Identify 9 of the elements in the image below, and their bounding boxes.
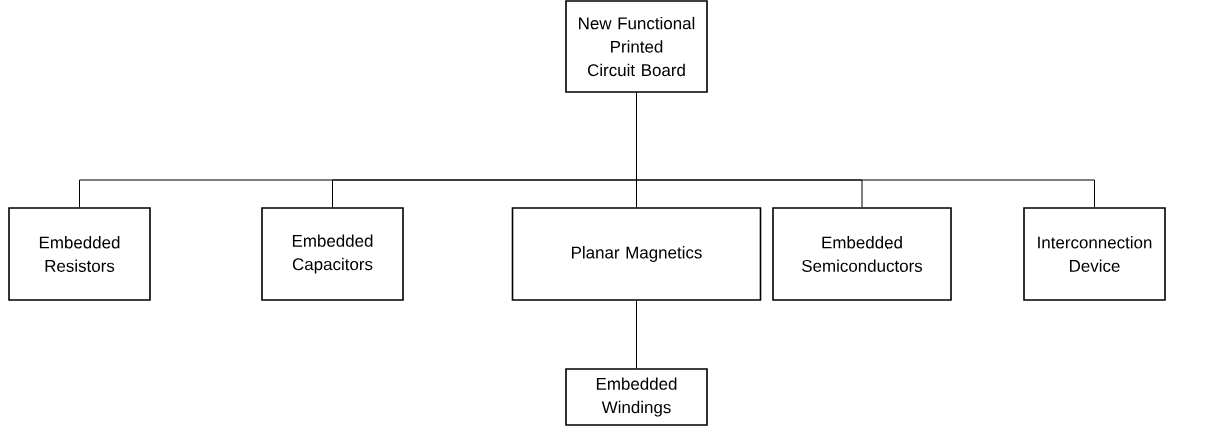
category-box: Embedded Semiconductors — [772, 207, 952, 301]
category-box: New Functional Printed Circuit Board — [565, 0, 708, 93]
category-box: Interconnection Device — [1023, 207, 1166, 301]
category-box: Planar Magnetics — [511, 207, 762, 301]
connector-line — [636, 92, 1095, 208]
category-box: Embedded Windings — [565, 368, 708, 426]
category-box: Embedded Resistors — [8, 207, 151, 301]
connector-line — [636, 300, 637, 369]
category-box: Embedded Capacitors — [261, 207, 404, 301]
